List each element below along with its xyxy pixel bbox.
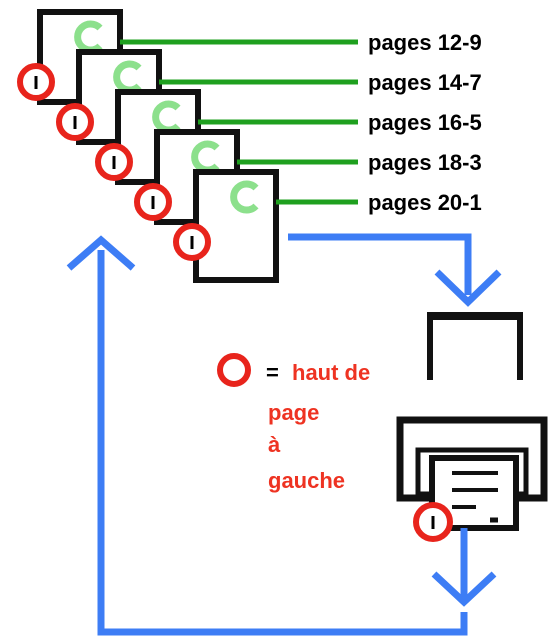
sheet-label: pages 12-9 [368,30,482,55]
return-loop-line [97,250,468,636]
sheet-label: pages 14-7 [368,70,482,95]
stack-to-printer-arrowhead-icon [434,269,502,307]
legend-equals: = [266,360,279,385]
legend-line-4: gauche [268,468,345,493]
stack-to-printer-line [288,233,472,295]
sheet-5: pages 20-1 [173,169,482,283]
sheet-label: pages 20-1 [368,190,482,215]
legend-marker-ring [217,353,251,387]
legend-line-1: haut de [292,360,370,385]
printer-paper-tray [427,313,523,380]
stack-to-printer-arrow [288,233,502,307]
page-curl-icon [230,180,259,214]
sheet-label: pages 16-5 [368,110,482,135]
legend-line-2: page [268,400,319,425]
printer-output-arrowhead-icon [431,571,497,607]
legend-marker-icon [217,353,251,387]
printer-icon [396,312,548,531]
printer-output-arrow [431,528,497,607]
red-circle-marker-icon [56,103,94,141]
sheet-label: pages 18-3 [368,150,482,175]
red-circle-marker-icon [95,143,133,181]
red-circle-marker-icon [173,223,211,261]
printer-marker-icon [413,502,453,542]
return-loop-arrowhead-icon [66,235,136,271]
return-loop-arrow [66,235,468,636]
legend: = haut de page à gauche [217,353,370,493]
sheet-stack: pages 12-9 pages 14-7 pages 16-5 pages 18-3… [17,9,482,283]
legend-line-3: à [268,432,281,457]
red-circle-marker-icon [134,183,172,221]
red-circle-marker-icon [17,63,55,101]
